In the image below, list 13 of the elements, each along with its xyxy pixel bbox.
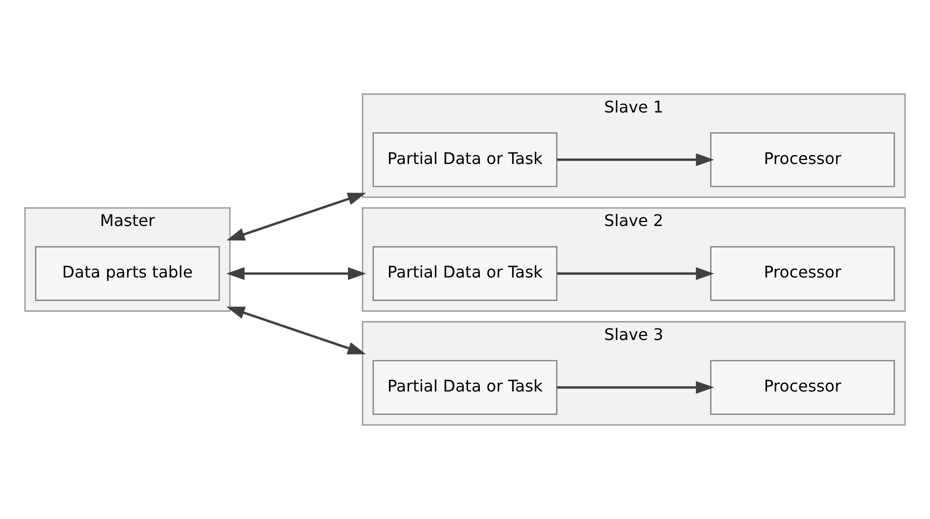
node-box: Partial Data or Task	[372, 246, 558, 302]
node-box: Processor	[710, 246, 895, 302]
node-box: Processor	[710, 360, 895, 415]
arrow	[556, 267, 714, 280]
node-box: Data parts table	[35, 246, 220, 302]
arrow	[556, 381, 714, 394]
node-box: Partial Data or Task	[372, 132, 558, 188]
arrow	[556, 153, 714, 166]
node-box: Partial Data or Task	[372, 360, 558, 415]
arrow	[226, 267, 366, 280]
arrow	[226, 192, 366, 241]
node-box: Processor	[710, 132, 895, 188]
arrow	[226, 306, 366, 354]
